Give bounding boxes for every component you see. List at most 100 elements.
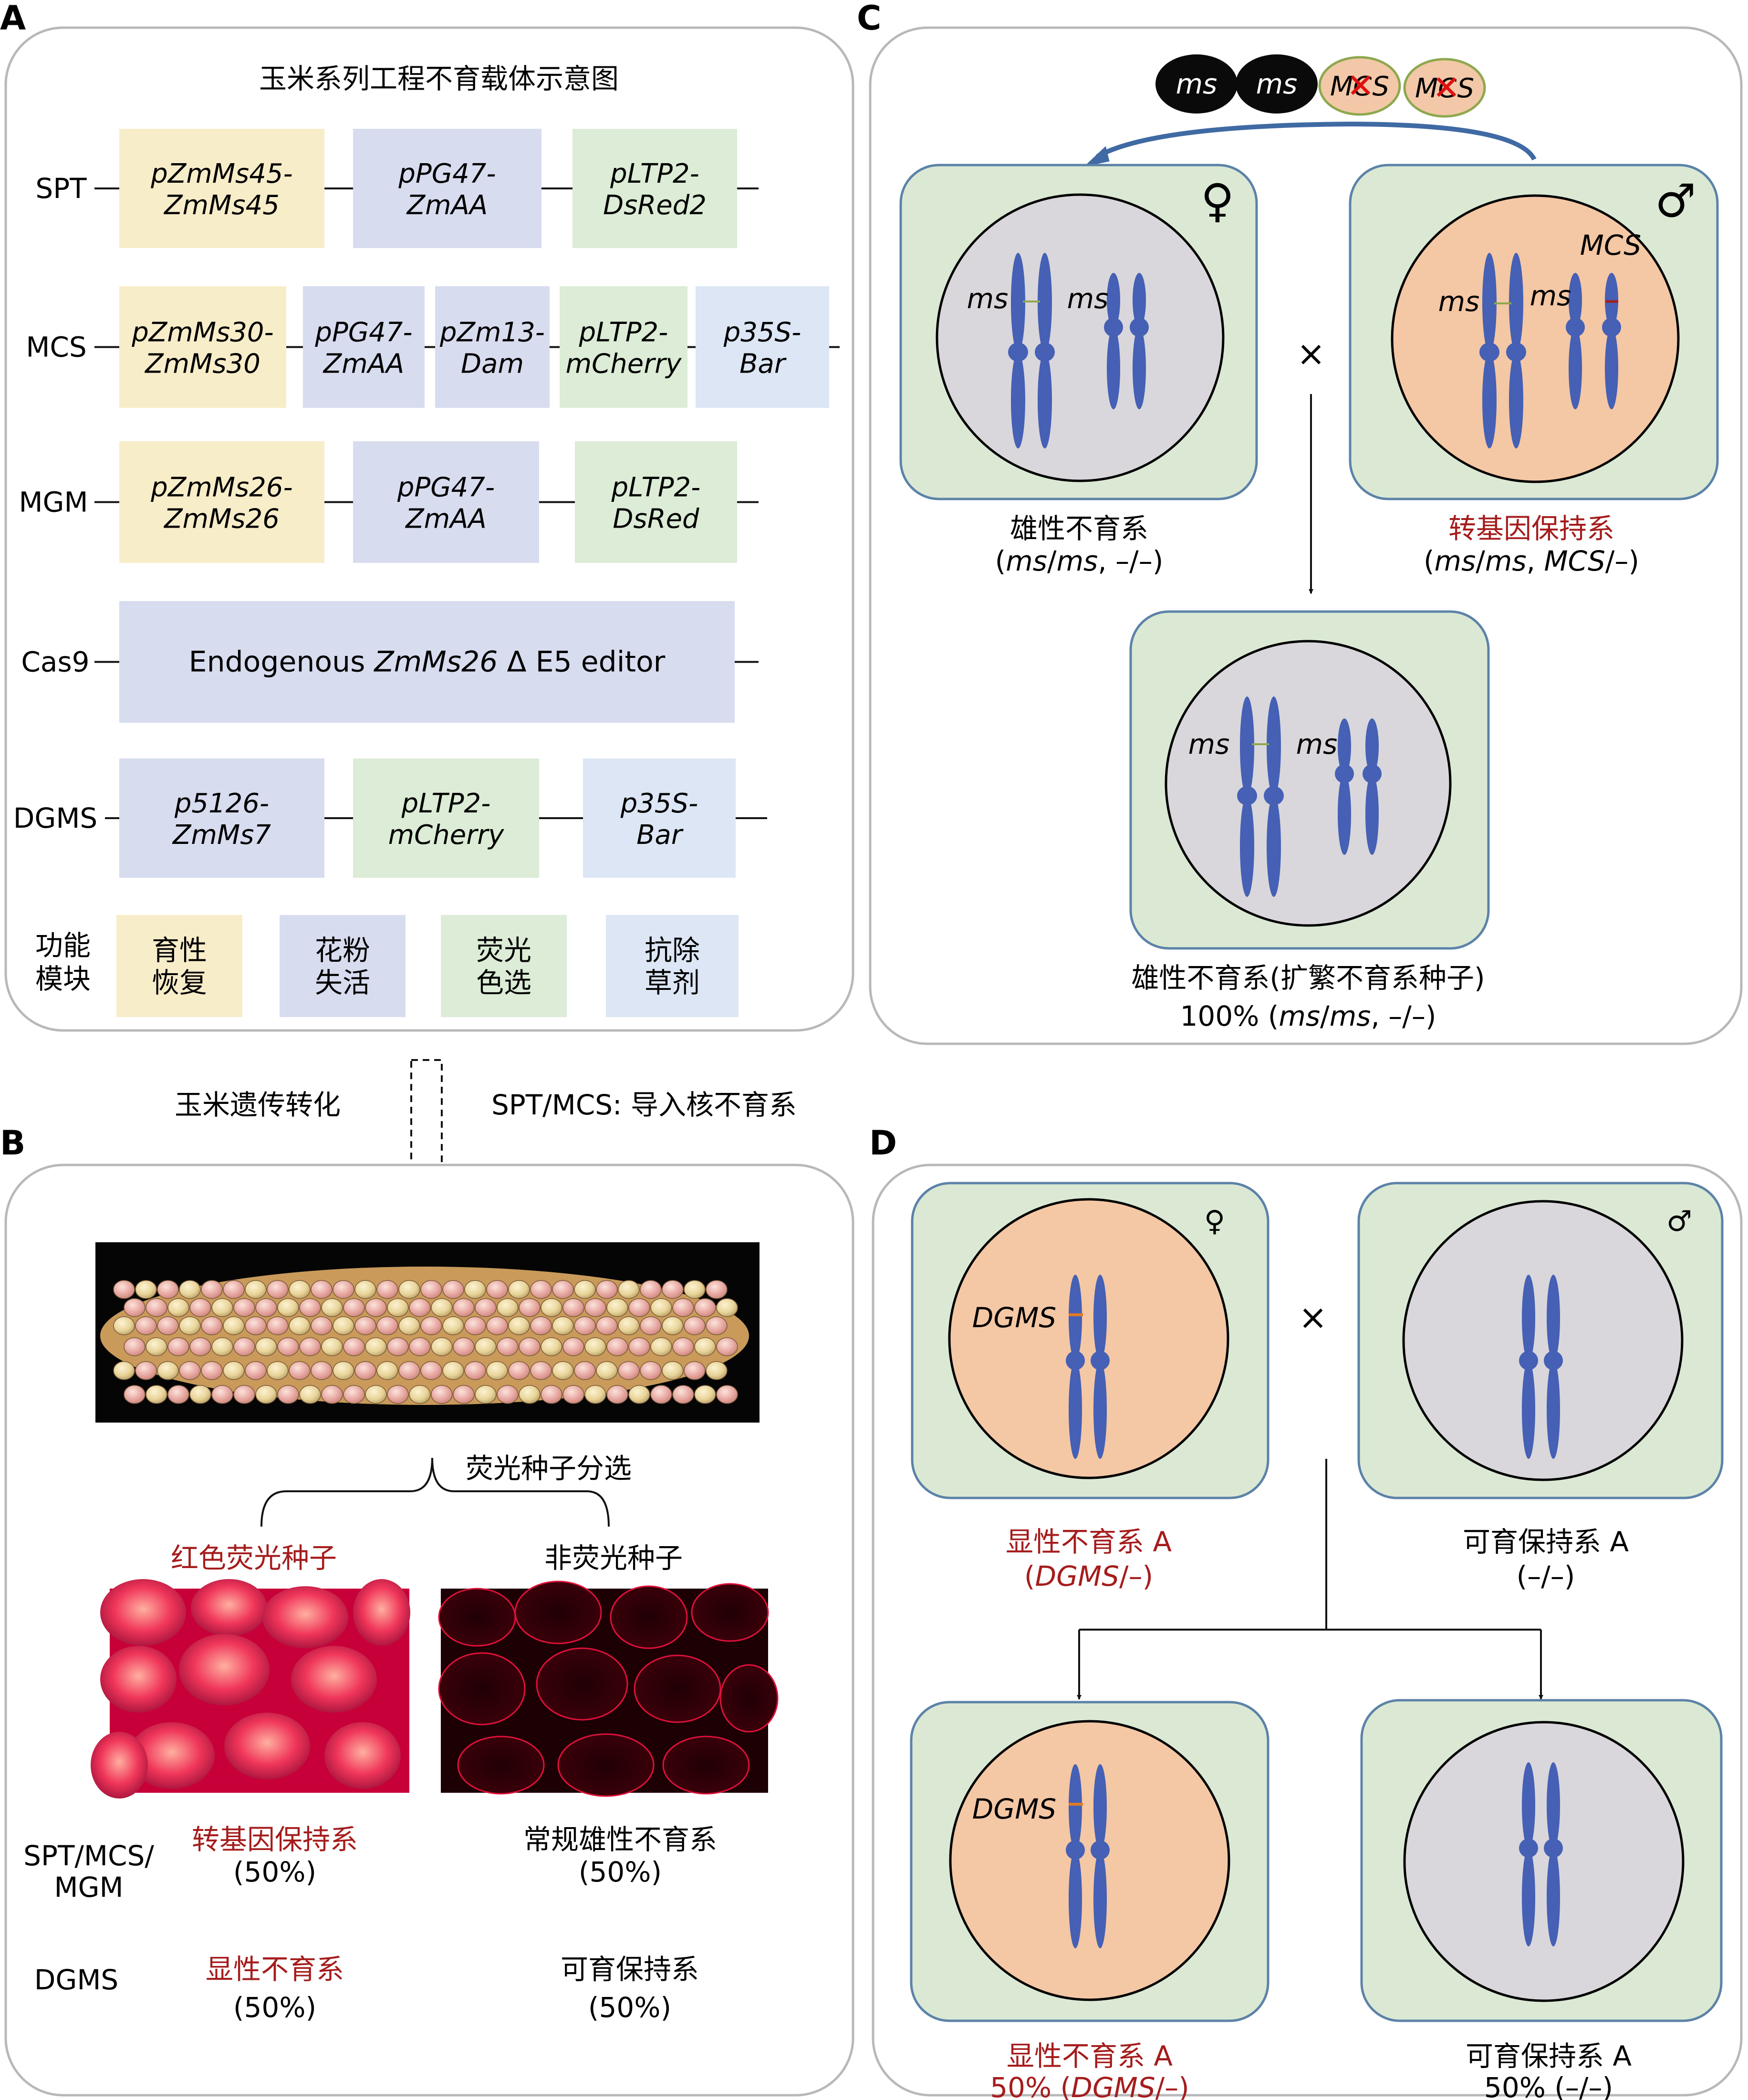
corn-kernel	[321, 1385, 343, 1404]
vector-row-label: DGMS	[13, 802, 97, 834]
corn-kernel	[606, 1385, 628, 1404]
gamete-mcs-2-cross: ✕	[1433, 68, 1461, 107]
panel-letter-a: A	[0, 0, 26, 38]
corn-kernel	[387, 1298, 409, 1317]
vector-element-box	[353, 441, 539, 563]
gamete-mcs-1-label: MCS	[1330, 71, 1389, 102]
male-ms-left: ms	[1438, 285, 1480, 318]
corn-kernel	[245, 1361, 267, 1380]
vector-element-label-line2: Dam	[461, 349, 524, 380]
module-label-line1: 功能	[35, 929, 91, 962]
corn-kernel	[354, 1280, 376, 1299]
corn-kernel	[124, 1337, 146, 1356]
corn-kernel	[233, 1385, 255, 1404]
gamete-ms-2	[1236, 54, 1318, 114]
vector-element-box	[560, 286, 687, 408]
dark-seed	[634, 1654, 721, 1723]
vector-row-label: MCS	[26, 331, 86, 364]
vector-element-label-line2: DsRed2	[603, 190, 707, 221]
panel-letter-b: B	[0, 1123, 25, 1163]
vector-element-box	[303, 286, 425, 408]
transformation-label: 玉米遗传转化	[175, 1089, 341, 1121]
vector-element-label-line1: pLTP2-	[401, 788, 491, 819]
c-male-short-chromosome-a	[1566, 273, 1585, 409]
dark-seed	[536, 1647, 628, 1721]
red-seed-label: 红色荧光种子	[171, 1542, 337, 1574]
vector-row-label: MGM	[19, 486, 88, 519]
d-female-nucleus	[948, 1198, 1229, 1479]
corn-kernel	[640, 1316, 662, 1335]
d-off1-genotype: 50% (DGMS/–)	[990, 2071, 1189, 2100]
vector-element-label-line2: ZmMs26	[163, 504, 280, 535]
corn-kernel	[640, 1280, 662, 1299]
dark-seed	[719, 1664, 779, 1733]
corn-kernel	[530, 1316, 552, 1335]
corn-kernel	[716, 1298, 738, 1317]
vector-element-label-line1: pZm13-	[439, 317, 545, 348]
corn-kernel	[618, 1361, 640, 1380]
corn-kernel	[146, 1298, 167, 1317]
corn-kernel	[233, 1298, 255, 1317]
corn-kernel	[299, 1298, 321, 1317]
red-seed	[91, 1732, 148, 1799]
corn-kernel	[267, 1316, 289, 1335]
corn-kernel	[662, 1361, 684, 1380]
corn-kernel	[398, 1280, 420, 1299]
corn-kernel	[311, 1280, 333, 1299]
d-male-chrom-chromosome-b	[1544, 1275, 1563, 1459]
corn-kernel	[420, 1280, 442, 1299]
corn-kernel	[442, 1316, 464, 1335]
corn-kernel	[333, 1316, 354, 1335]
corn-kernel	[684, 1316, 706, 1335]
corn-kernel	[706, 1280, 728, 1299]
corn-kernel	[486, 1280, 508, 1299]
corn-kernel	[333, 1361, 354, 1380]
row2-right-pct: (50%)	[588, 1991, 671, 2024]
c-offspring-long-chromosome-b	[1264, 697, 1284, 897]
corn-kernel	[431, 1337, 453, 1356]
red-seed	[179, 1634, 270, 1705]
vector-element-box	[119, 759, 324, 878]
vector-element-box	[435, 286, 550, 408]
d-off1-nucleus	[949, 1720, 1230, 2001]
corn-kernel	[552, 1316, 574, 1335]
offspring-ms-right: ms	[1296, 728, 1338, 760]
vector-element-label-line2: ZmAA	[405, 504, 487, 535]
corn-kernel	[694, 1298, 716, 1317]
corn-kernel	[354, 1316, 376, 1335]
corn-kernel	[464, 1280, 486, 1299]
corn-kernel	[684, 1280, 706, 1299]
corn-kernel	[398, 1361, 420, 1380]
corn-kernel	[596, 1316, 618, 1335]
male-mcs-label: MCS	[1580, 229, 1641, 261]
corn-kernel	[376, 1316, 398, 1335]
d-male-name: 可育保持系 A	[1463, 1526, 1629, 1558]
module-box	[116, 915, 242, 1017]
red-seed	[100, 1579, 186, 1646]
c-male-short-chromosome-b	[1602, 273, 1621, 409]
d-male-nucleus	[1402, 1200, 1684, 1481]
corn-kernel	[684, 1361, 706, 1380]
corn-kernel	[354, 1361, 376, 1380]
corn-kernel	[584, 1385, 606, 1404]
vector-element-label-line1: p35S-	[723, 317, 801, 348]
corn-kernel	[618, 1316, 640, 1335]
corn-kernel	[157, 1361, 179, 1380]
gametes: ms ms MCS ✕ MCS ✕	[1155, 54, 1486, 118]
corn-kernel	[157, 1316, 179, 1335]
offspring-ms-left: ms	[1188, 728, 1230, 760]
corn-kernel	[584, 1298, 606, 1317]
corn-kernel	[113, 1361, 135, 1380]
vector-row-label: SPT	[35, 172, 87, 205]
corn-kernel	[716, 1385, 738, 1404]
corn-kernel	[497, 1337, 519, 1356]
red-fluorescent-seeds-photo	[91, 1579, 410, 1799]
corn-kernel	[398, 1316, 420, 1335]
row1-left: 转基因保持系	[192, 1823, 358, 1856]
corn-kernel	[321, 1337, 343, 1356]
corn-kernel	[453, 1298, 475, 1317]
male-ms-right: ms	[1530, 280, 1571, 312]
d-female-dgms: DGMS	[972, 1301, 1056, 1334]
cross-symbol-c: ×	[1297, 333, 1325, 374]
